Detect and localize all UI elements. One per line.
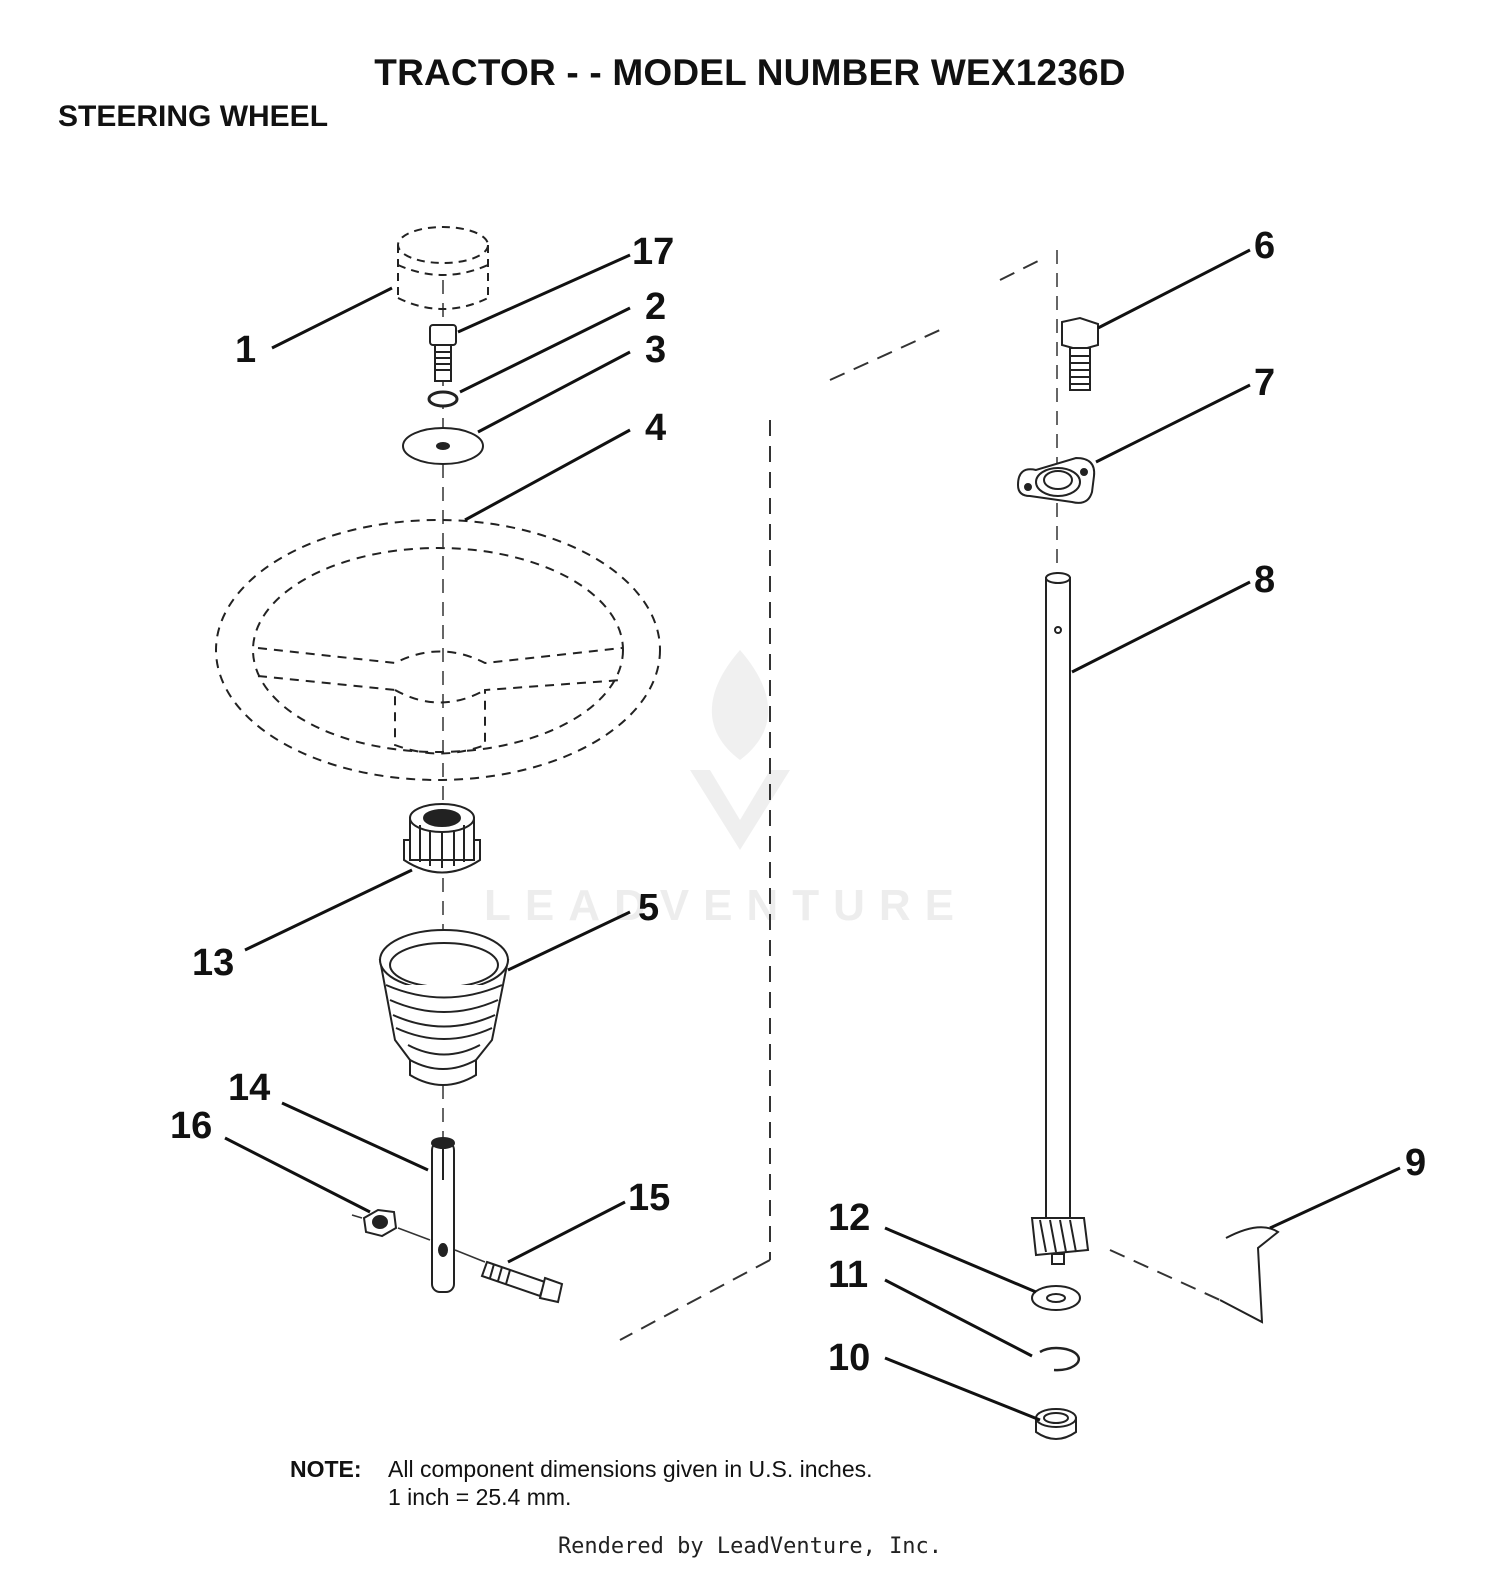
- callout-1[interactable]: 1: [235, 329, 256, 371]
- callout-7[interactable]: 7: [1254, 362, 1275, 404]
- section-title: STEERING WHEEL: [58, 100, 329, 133]
- part-8-pinion-gear[interactable]: [1030, 1217, 1090, 1265]
- callout-13[interactable]: 13: [192, 942, 234, 984]
- callout-15[interactable]: 15: [628, 1177, 670, 1219]
- assembly-frame-lines: [619, 259, 1221, 1341]
- part-6-bolt[interactable]: [1061, 316, 1099, 391]
- part-4-steering-wheel[interactable]: [215, 519, 661, 781]
- part-15-axis: [454, 1249, 486, 1263]
- v-logo-icon: [690, 770, 790, 850]
- callout-10[interactable]: 10: [828, 1337, 870, 1379]
- callout-3[interactable]: 3: [645, 329, 666, 371]
- callout-4[interactable]: 4: [645, 407, 666, 449]
- callout-6[interactable]: 6: [1254, 225, 1275, 267]
- part-3-flat-washer[interactable]: [402, 427, 484, 465]
- callout-12[interactable]: 12: [828, 1197, 870, 1239]
- part-16-nut[interactable]: [362, 1208, 398, 1238]
- note-line-2: 1 inch = 25.4 mm.: [388, 1484, 572, 1510]
- part-14-shaft[interactable]: [431, 1137, 455, 1293]
- note-label: NOTE:: [290, 1456, 362, 1482]
- dimension-note: NOTE: All component dimensions given in U…: [290, 1455, 873, 1511]
- leadventure-watermark: LEADVENTURE: [484, 650, 968, 930]
- part-7-flange-bushing[interactable]: [1016, 456, 1096, 504]
- part-8-steering-shaft[interactable]: [1045, 572, 1071, 1219]
- leader-lines: [224, 248, 1401, 1422]
- part-16-axis-2: [397, 1227, 431, 1241]
- callout-2[interactable]: 2: [645, 286, 666, 328]
- part-2-lock-washer[interactable]: [427, 390, 459, 408]
- callout-17[interactable]: 17: [632, 231, 674, 273]
- part-16-axis: [351, 1214, 363, 1219]
- part-1-cap[interactable]: [397, 226, 489, 310]
- callout-numbers: 1 2 3 4 5 6 7 8 9 10 11 12 13 14 15 16 1…: [170, 225, 1426, 1379]
- part-17-bolt[interactable]: [429, 324, 457, 382]
- callout-5[interactable]: 5: [638, 887, 659, 929]
- callout-16[interactable]: 16: [170, 1105, 212, 1147]
- part-10-cap[interactable]: [1035, 1408, 1077, 1440]
- flame-logo-icon: [711, 650, 769, 760]
- page-title: TRACTOR - - MODEL NUMBER WEX1236D: [374, 52, 1126, 93]
- callout-11[interactable]: 11: [828, 1254, 868, 1296]
- part-11-retaining-ring[interactable]: [1039, 1346, 1081, 1372]
- part-5-boot[interactable]: [378, 929, 510, 1086]
- part-13-splined-adapter[interactable]: [403, 803, 481, 874]
- callout-8[interactable]: 8: [1254, 559, 1275, 601]
- part-12-washer[interactable]: [1031, 1285, 1081, 1311]
- callout-14[interactable]: 14: [228, 1067, 270, 1109]
- callout-9[interactable]: 9: [1405, 1142, 1426, 1184]
- part-9-hair-pin[interactable]: [1219, 1226, 1280, 1324]
- note-line-1: All component dimensions given in U.S. i…: [388, 1456, 873, 1482]
- watermark-text: LEADVENTURE: [484, 881, 968, 930]
- rendered-by-footer: Rendered by LeadVenture, Inc.: [557, 1534, 943, 1559]
- part-15-bolt[interactable]: [480, 1260, 564, 1304]
